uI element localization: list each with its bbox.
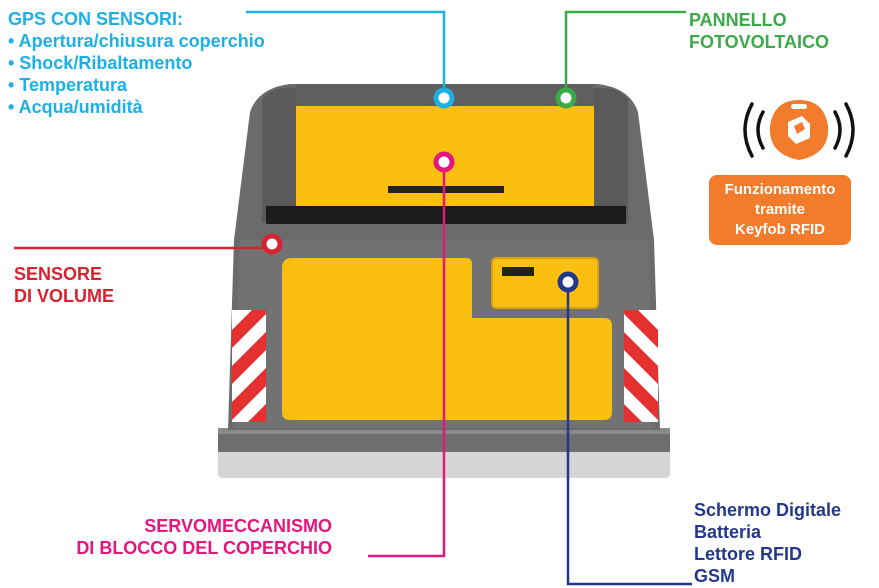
gps-sensors-label: GPS CON SENSORI: • Apertura/chiusura cop…: [8, 8, 265, 118]
rfid-keyfob-badge: Funzionamento tramite Keyfob RFID: [709, 175, 851, 245]
volume-label-line2: DI VOLUME: [14, 285, 114, 307]
electronics-item-screen: Schermo Digitale: [694, 499, 841, 521]
volume-marker: [264, 236, 280, 252]
volume-sensor-label: SENSORE DI VOLUME: [14, 263, 114, 307]
lock-servo-label: SERVOMECCANISMO DI BLOCCO DEL COPERCHIO: [76, 515, 332, 559]
rfid-badge-line2: tramite: [709, 200, 851, 220]
volume-label-line1: SENSORE: [14, 263, 114, 285]
lid-right-post: [594, 88, 628, 222]
lock-label-line1: SERVOMECCANISMO: [76, 515, 332, 537]
gps-item-temperature: • Temperatura: [8, 74, 265, 96]
electronics-marker: [560, 274, 576, 290]
lid-slot: [388, 186, 504, 193]
lid-left-post: [262, 88, 296, 222]
rfid-badge-line1: Funzionamento: [709, 180, 851, 200]
gps-item-lid: • Apertura/chiusura coperchio: [8, 30, 265, 52]
gps-item-water: • Acqua/umidità: [8, 96, 265, 118]
electronics-item-battery: Batteria: [694, 521, 841, 543]
rfid-keyfob-icon: [745, 100, 853, 160]
electronics-item-rfid: Lettore RFID: [694, 543, 841, 565]
rfid-badge-line3: Keyfob RFID: [709, 220, 851, 240]
solar-label-line2: FOTOVOLTAICO: [689, 31, 829, 53]
solar-label-line1: PANNELLO: [689, 9, 829, 31]
electronics-item-gsm: GSM: [694, 565, 841, 587]
solar-marker: [558, 90, 574, 106]
gps-item-shock: • Shock/Ribaltamento: [8, 52, 265, 74]
lock-label-line2: DI BLOCCO DEL COPERCHIO: [76, 537, 332, 559]
gps-title: GPS CON SENSORI:: [8, 8, 265, 30]
gps-marker: [436, 90, 452, 106]
screen-display: [502, 267, 534, 276]
lid-opening: [266, 206, 626, 224]
solar-panel-label: PANNELLO FOTOVOLTAICO: [689, 9, 829, 53]
lock-marker: [436, 154, 452, 170]
screen-panel: [492, 258, 598, 308]
electronics-label: Schermo Digitale Batteria Lettore RFID G…: [694, 499, 841, 587]
